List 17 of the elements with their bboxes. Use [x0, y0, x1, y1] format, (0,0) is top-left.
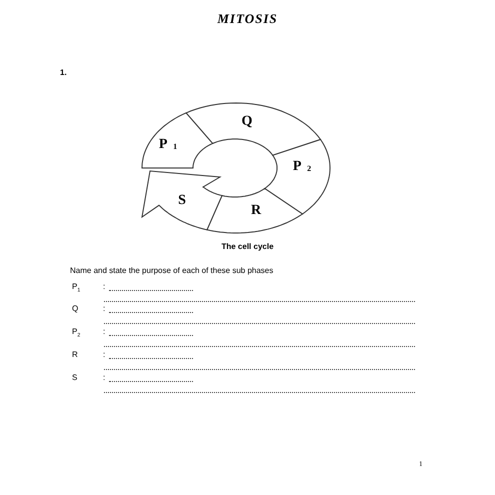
colon: :	[103, 374, 106, 382]
page-title: MITOSIS	[216, 12, 279, 25]
phase-label: P$_{2}$	[72, 328, 80, 339]
phase-label: S	[72, 374, 78, 382]
phase-label: P$_{1}$	[72, 283, 80, 294]
question-number: 1.	[60, 69, 67, 77]
colon: :	[103, 328, 106, 336]
phase-segment: Q	[185, 102, 322, 156]
phase-segment: R	[206, 188, 304, 234]
phase-segment: S	[141, 170, 223, 230]
phase-label: Q	[72, 305, 78, 313]
colon: :	[103, 305, 106, 313]
figure-caption: The cell cycle	[220, 243, 275, 251]
instruction-text: Name and state the purpose of each of these sub phases	[70, 267, 274, 275]
phase-label: R	[72, 351, 78, 359]
colon: :	[103, 283, 106, 291]
colon: :	[103, 351, 106, 359]
